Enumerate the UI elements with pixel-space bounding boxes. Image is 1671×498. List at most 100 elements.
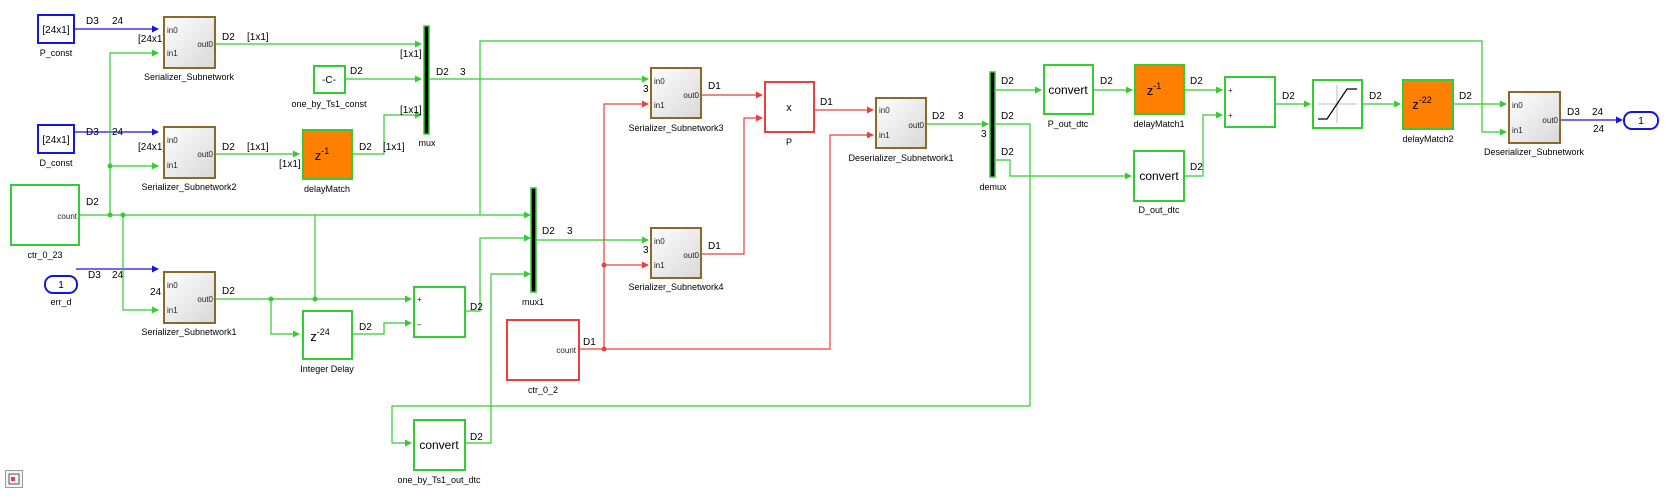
wire-demux-to-convert-loop[interactable] <box>391 123 1031 447</box>
model-browser-toggle-button[interactable] <box>5 470 23 488</box>
svg-text:[1x1]: [1x1] <box>400 105 422 116</box>
svg-text:D2: D2 <box>222 32 235 43</box>
ctr-0-23-label: ctr_0_23 <box>27 250 62 260</box>
wire-sum-to-mux1[interactable] <box>465 234 531 312</box>
serializer-subnetwork-block[interactable]: in0 in1 out0 Serializer_Subnetwork <box>144 16 235 82</box>
svg-text:D2: D2 <box>1001 147 1014 158</box>
svg-text:[1x1]: [1x1] <box>247 32 269 43</box>
svg-text:count: count <box>57 212 77 221</box>
serializer-subnetwork3-block[interactable]: in0 in1 out0 Serializer_Subnetwork3 <box>628 67 724 133</box>
svg-text:3: 3 <box>567 226 573 237</box>
svg-text:count: count <box>556 346 576 355</box>
one-by-ts1-const-label: one_by_Ts1_const <box>291 99 367 109</box>
svg-text:–: – <box>417 320 422 329</box>
svg-text:in1: in1 <box>167 306 178 315</box>
svg-text:D1: D1 <box>708 81 721 92</box>
outport-1[interactable]: 1 <box>1623 111 1659 130</box>
svg-text:D3: D3 <box>86 16 99 27</box>
svg-text:24: 24 <box>112 127 124 138</box>
serializer-subnetwork1-block[interactable]: in0 in1 out0 Serializer_Subnetwork1 <box>141 271 237 337</box>
mux1-label: mux1 <box>522 297 544 307</box>
d-out-dtc-label: D_out_dtc <box>1138 205 1180 215</box>
delaymatch-block[interactable]: z-1 delayMatch <box>302 129 353 194</box>
signal-labels: D3 24 [24x1] D3 24 [24x1] D2 D3 24 24 D2… <box>86 16 1605 443</box>
svg-text:in1: in1 <box>879 131 890 140</box>
integer-delay-label: Integer Delay <box>300 364 354 374</box>
svg-text:D2: D2 <box>359 142 372 153</box>
signal-lines <box>74 25 1623 447</box>
svg-text:in0: in0 <box>167 136 178 145</box>
svg-text:in0: in0 <box>654 237 665 246</box>
delaymatch1-block[interactable]: z-1 delayMatch1 <box>1133 64 1185 129</box>
svg-text:3: 3 <box>981 129 987 140</box>
p-const-block[interactable]: [24x1] P_const <box>37 14 75 58</box>
wire-convert-to-mux1[interactable] <box>466 270 531 444</box>
wire-ctr2-to-ser3[interactable] <box>603 100 649 349</box>
svg-text:24: 24 <box>112 16 124 27</box>
d-out-dtc-block[interactable]: convert D_out_dtc <box>1133 150 1185 215</box>
mux1-block[interactable]: mux1 <box>522 187 544 307</box>
svg-text:3: 3 <box>958 111 964 122</box>
svg-text:z-22: z-22 <box>1412 95 1432 112</box>
svg-text:D2: D2 <box>436 67 449 78</box>
d-const-block[interactable]: [24x1] D_const <box>37 124 75 168</box>
wire-ctr2-to-deser1[interactable] <box>579 131 874 350</box>
product-block[interactable]: x P <box>764 81 815 147</box>
svg-text:in0: in0 <box>879 106 890 115</box>
svg-text:+: + <box>1228 86 1233 95</box>
sum-block[interactable]: + – <box>413 286 466 338</box>
svg-text:D2: D2 <box>1001 76 1014 87</box>
junction-dots <box>107 163 607 352</box>
svg-text:24: 24 <box>1592 107 1604 118</box>
svg-text:D2: D2 <box>222 142 235 153</box>
serializer-subnetwork-label: Serializer_Subnetwork <box>144 72 235 82</box>
svg-text:D3: D3 <box>88 270 101 281</box>
delaymatch-label: delayMatch <box>304 184 350 194</box>
ctr-0-23-block[interactable]: count ctr_0_23 <box>10 184 80 260</box>
svg-text:[1x1]: [1x1] <box>400 49 422 60</box>
svg-text:[24x1]: [24x1] <box>42 25 69 36</box>
delaymatch2-block[interactable]: z-22 delayMatch2 <box>1402 79 1454 144</box>
wire-ser1-to-intdelay[interactable] <box>270 299 300 338</box>
svg-text:3: 3 <box>643 84 649 95</box>
serializer-subnetwork2-block[interactable]: in0 in1 out0 Serializer_Subnetwork2 <box>141 126 237 192</box>
delaymatch2-label: delayMatch2 <box>1402 134 1453 144</box>
svg-text:1: 1 <box>1638 116 1644 127</box>
svg-text:in0: in0 <box>654 77 665 86</box>
wire-intdelay-to-sum[interactable] <box>352 319 412 335</box>
one-by-ts1-const-block[interactable]: -C- one_by_Ts1_const <box>291 65 367 109</box>
deserializer-subnetwork1-block[interactable]: in0 in1 out0 Deserializer_Subnetwork1 <box>848 97 954 163</box>
deserializer-subnetwork-block[interactable]: in0 in1 out0 Deserializer_Subnetwork <box>1484 91 1585 157</box>
serializer-subnetwork4-block[interactable]: in0 in1 out0 Serializer_Subnetwork4 <box>628 227 724 292</box>
svg-text:D1: D1 <box>583 337 596 348</box>
serializer-subnetwork1-label: Serializer_Subnetwork1 <box>141 327 236 337</box>
sum2-block[interactable]: + + <box>1224 76 1276 128</box>
p-out-dtc-block[interactable]: convert P_out_dtc <box>1043 64 1094 129</box>
demux-block[interactable]: demux <box>979 71 1007 192</box>
ctr-0-2-block[interactable]: count ctr_0_2 <box>506 319 580 395</box>
wire-d-dtc-to-sum2[interactable] <box>1184 111 1223 177</box>
svg-text:z-1: z-1 <box>1147 81 1162 98</box>
wire-ctr23-to-ser1[interactable] <box>122 215 159 314</box>
wire-demux-to-d-dtc[interactable] <box>996 159 1132 180</box>
svg-text:D3: D3 <box>1567 107 1580 118</box>
svg-text:convert: convert <box>419 438 459 452</box>
wire-delaymatch-to-mux[interactable] <box>352 111 422 155</box>
svg-text:D1: D1 <box>708 241 721 252</box>
wire-ctr23-to-deser[interactable] <box>479 40 1507 215</box>
svg-text:convert: convert <box>1139 169 1179 183</box>
svg-text:out0: out0 <box>197 40 213 49</box>
saturation-block[interactable] <box>1312 79 1363 129</box>
wire-ctr23-to-ser[interactable] <box>109 49 159 215</box>
svg-text:D2: D2 <box>1100 76 1113 87</box>
svg-text:[24x1]: [24x1] <box>42 135 69 146</box>
mux-block[interactable]: mux <box>418 25 436 148</box>
err-d-inport[interactable]: 1 err_d <box>44 275 78 307</box>
one-by-ts1-out-dtc-block[interactable]: convert one_by_Ts1_out_dtc <box>397 419 481 485</box>
svg-text:3: 3 <box>643 245 649 256</box>
integer-delay-block[interactable]: z-24 Integer Delay <box>300 310 354 374</box>
svg-text:D2: D2 <box>1459 91 1472 102</box>
svg-text:D2: D2 <box>470 432 483 443</box>
wire-ser4-to-product[interactable] <box>701 114 763 255</box>
